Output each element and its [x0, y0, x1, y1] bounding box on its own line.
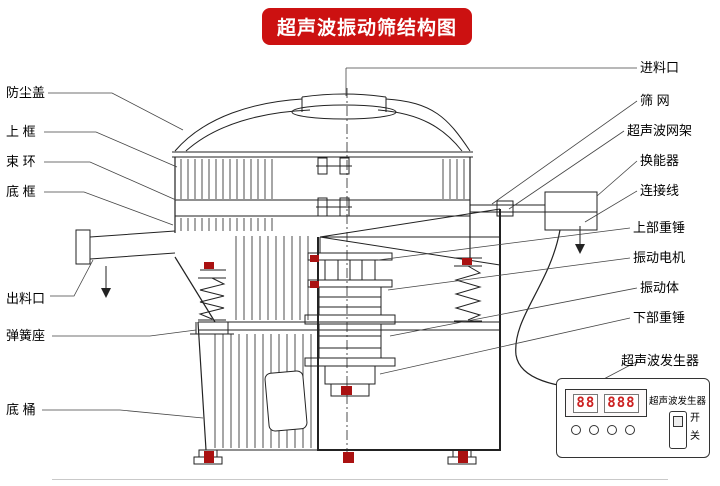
- motor-assembly: [304, 252, 396, 397]
- left-spring: [190, 269, 234, 335]
- label-spring-seat: 弹簧座: [6, 328, 46, 343]
- label-bottom-frame: 底 框: [6, 184, 36, 199]
- switch-on-label: 开: [690, 413, 700, 424]
- label-bottom-barrel: 底 桶: [6, 402, 36, 417]
- right-spring: [454, 257, 482, 322]
- indicator-light: [607, 425, 617, 435]
- label-connecting-wire: 连接线: [640, 183, 680, 198]
- red-markers: [204, 255, 472, 463]
- leader-lines-right: [345, 67, 639, 382]
- top-flange: [172, 151, 473, 158]
- dust-cover-dome: [174, 98, 471, 152]
- generator-cable: [515, 229, 597, 391]
- leader-lines-left: [42, 92, 204, 419]
- label-ultrasonic-mesh-frame: 超声波网架: [627, 123, 693, 138]
- label-vibrating-body: 振动体: [640, 280, 680, 295]
- label-lower-weight: 下部重锤: [633, 310, 686, 325]
- indicator-light: [625, 425, 635, 435]
- label-transducer: 换能器: [640, 153, 680, 168]
- connecting-wire-arrow: [575, 226, 585, 254]
- discharge-chute: [75, 229, 176, 298]
- led-digits-right: 888: [604, 393, 639, 413]
- clamp-band: [175, 157, 470, 231]
- bottom-barrel-drawing: [197, 321, 500, 451]
- generator-led-display: 88 888: [565, 389, 647, 417]
- indicator-light: [571, 425, 581, 435]
- led-digits-left: 88: [573, 393, 599, 413]
- indicator-lights: [571, 425, 635, 435]
- cutaway-box: [317, 209, 501, 451]
- feet: [193, 449, 477, 465]
- upper-frame-cylinder: [174, 157, 471, 233]
- label-vibration-motor: 振动电机: [633, 250, 686, 265]
- generator-panel-label: 超声波发生器: [649, 396, 707, 407]
- lower-cone-body: [174, 233, 471, 323]
- diagram-title: 超声波振动筛结构图: [262, 8, 473, 45]
- ultrasonic-generator-panel: 88 888 超声波发生器 开 关: [556, 378, 710, 458]
- power-switch-labels: 开 关: [690, 410, 700, 446]
- label-feed-inlet: 进料口: [640, 60, 680, 75]
- label-upper-weight: 上部重锤: [633, 220, 686, 235]
- power-switch: [669, 411, 687, 449]
- bottom-divider: [52, 479, 668, 480]
- label-upper-frame: 上 框: [6, 124, 36, 139]
- indicator-light: [589, 425, 599, 435]
- feed-inlet-drawing: [291, 93, 397, 120]
- label-screen-mesh: 筛 网: [640, 93, 670, 108]
- transducer-box: [470, 191, 598, 231]
- label-dust-cover: 防尘盖: [6, 85, 46, 100]
- switch-off-label: 关: [690, 431, 700, 442]
- label-discharge-outlet: 出料口: [6, 291, 46, 306]
- label-ultrasonic-generator: 超声波发生器: [621, 353, 700, 368]
- power-switch-knob: [673, 416, 683, 427]
- label-clamp-ring: 束 环: [6, 154, 36, 169]
